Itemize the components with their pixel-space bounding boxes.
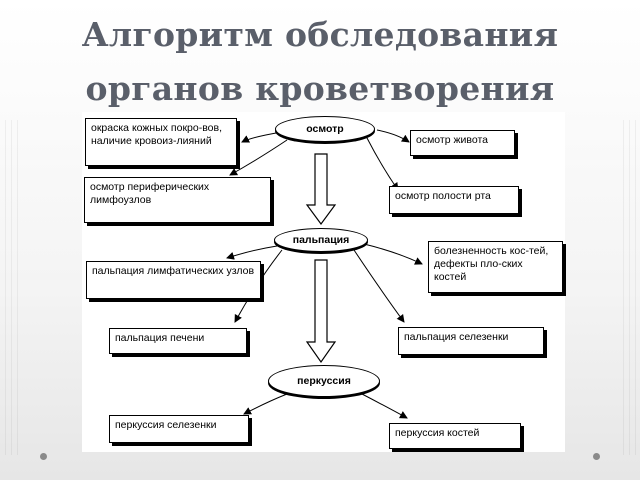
- slide-title-line-1: Алгоритм обследования: [81, 15, 559, 54]
- box-peripheral-lymph-nodes: осмотр периферических лимфоузлов: [84, 177, 271, 223]
- arrow-to-spleen-percussion: [243, 393, 288, 415]
- arrow-to-lymph-palpation: [226, 245, 278, 260]
- stage-inspection-oval: осмотр: [275, 116, 375, 142]
- flow-arrow-to-palpation: [305, 153, 337, 226]
- prev-slide-dot[interactable]: [40, 453, 47, 460]
- slide-title-line-2: органов кроветворения: [85, 69, 555, 108]
- exam-algorithm-diagram: осмотр пальпация перкуссия окраска кожны…: [82, 112, 565, 452]
- stage-percussion-oval: перкуссия: [268, 365, 380, 397]
- arrow-to-bone-tenderness: [363, 243, 423, 265]
- box-oral-cavity: осмотр полости рта: [389, 186, 519, 214]
- box-spleen-palpation: пальпация селезенки: [398, 327, 544, 355]
- arrow-to-peripheral-nodes: [229, 139, 288, 176]
- right-decorative-stripes: [618, 120, 640, 455]
- diagram-connectors: [226, 129, 423, 419]
- box-lymph-node-palpation: пальпация лимфатических узлов: [86, 261, 261, 299]
- flow-arrow-to-percussion: [305, 259, 337, 364]
- box-spleen-percussion: перкуссия селезенки: [109, 415, 249, 443]
- arrow-to-skin-color: [241, 131, 283, 143]
- next-slide-dot[interactable]: [593, 453, 600, 460]
- box-skin-color: окраска кожных покро-вов, наличие кровои…: [85, 118, 237, 166]
- box-abdomen-inspection: осмотр живота: [410, 130, 515, 156]
- arrow-to-bone-percussion: [361, 393, 408, 419]
- arrow-to-abdomen: [376, 129, 410, 143]
- box-liver-palpation: пальпация печени: [109, 328, 247, 354]
- arrow-to-oral-cavity: [366, 137, 399, 191]
- arrow-to-spleen-palpation: [353, 249, 405, 323]
- left-decorative-stripes: [0, 120, 22, 455]
- box-bone-tenderness: болезненность кос-тей, дефекты пло-ских …: [428, 241, 563, 293]
- stage-palpation-oval: пальпация: [274, 228, 368, 252]
- box-bone-percussion: перкуссия костей: [389, 423, 521, 449]
